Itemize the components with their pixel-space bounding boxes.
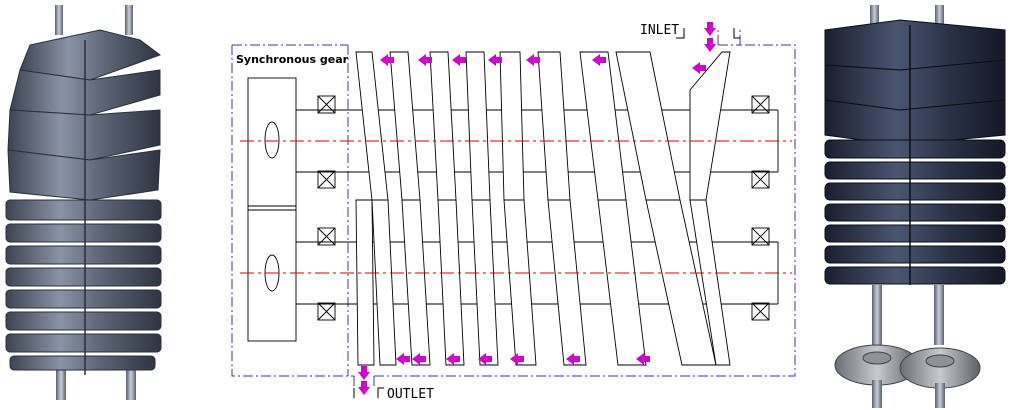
synchronous-gear-block [247,77,297,342]
twin-screw-rotor-with-gears-photo [824,5,1006,408]
housing-frame [231,28,796,389]
synchronous-gear-label: Synchronous gear [236,53,349,66]
gear-pair [834,344,981,389]
lower-rotor-threads [355,199,731,366]
bearings [317,95,770,321]
screw-pump-section-diagram [231,22,796,398]
outlet-label: OUTLET [387,387,434,402]
upper-rotor-threads [355,51,731,201]
center-lines [240,140,792,274]
flow-arrows [358,22,716,395]
twin-screw-rotor-photo [5,5,162,400]
inlet-label: INLET [640,23,679,38]
port-brackets [353,28,740,398]
